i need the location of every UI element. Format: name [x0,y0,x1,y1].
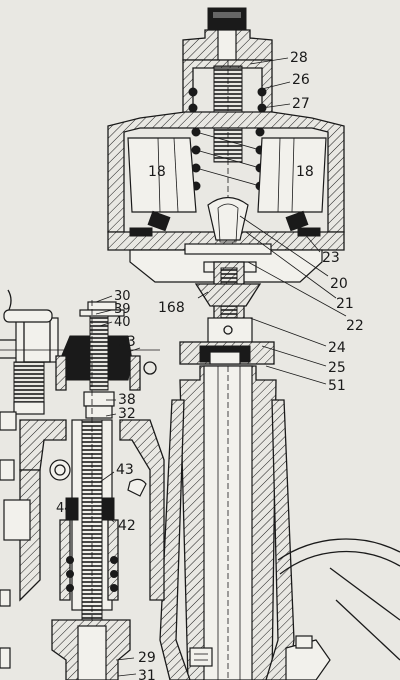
flyweight-left [127,137,197,213]
flywheel [277,538,400,680]
governor-cap [182,7,273,61]
adjusting-screw [55,301,141,419]
label-21: 21 [336,296,354,312]
label-43: 43 [116,462,134,478]
label-44: 44 [56,501,73,516]
label-38: 38 [118,392,136,408]
label-18-right: 18 [296,164,314,180]
label-25: 25 [328,360,346,376]
label-32: 32 [118,406,136,422]
label-51: 51 [328,378,346,394]
valve-body [3,300,165,680]
label-26: 26 [292,72,310,88]
part-labels: 28 26 27 18 18 23 20 21 22 168 24 25 51 … [56,50,364,680]
label-33: 33 [118,334,136,350]
label-30: 30 [114,289,131,304]
label-22: 22 [346,318,364,334]
flyweight-right [257,137,327,213]
collar-block [179,317,275,365]
label-28: 28 [290,50,308,66]
label-168: 168 [158,300,185,316]
label-18-left: 18 [148,164,166,180]
label-40: 40 [114,315,131,330]
flyweight-pivots [129,196,321,243]
label-24: 24 [328,340,346,356]
label-20: 20 [330,276,348,292]
label-42: 42 [118,518,136,534]
label-29: 29 [138,650,156,666]
leader-lines [95,57,347,677]
label-31: 31 [138,668,156,680]
handwheel-shaft [0,289,160,415]
label-39: 39 [114,302,131,317]
left-edge-fittings [0,411,17,669]
governor-bell-housing [107,111,345,283]
main-column [159,365,295,680]
label-27: 27 [292,96,310,112]
label-23: 23 [322,250,340,266]
